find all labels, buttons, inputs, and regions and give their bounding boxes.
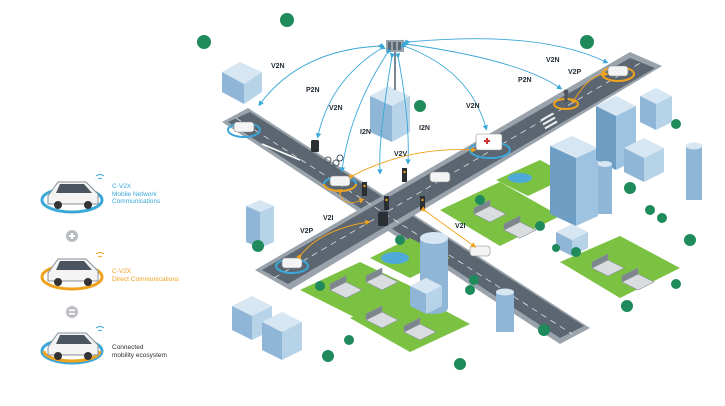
label-i2n-left: I2N xyxy=(360,129,371,136)
phone-icon xyxy=(311,140,388,226)
label-i2n-right: I2N xyxy=(419,125,430,132)
legend-ecosystem-car-icon xyxy=(40,326,105,365)
label-v2v: V2V xyxy=(394,151,408,158)
legend-ecosystem-title: Connected xyxy=(112,344,144,351)
car-center xyxy=(429,171,451,183)
legend-direct-title: C-V2X xyxy=(112,268,132,275)
legend-network-title: C-V2X xyxy=(112,183,132,190)
legend-network-line2: Mobile Network xyxy=(112,190,157,198)
car-bottom-left xyxy=(275,257,309,274)
legend-plus-icon xyxy=(66,230,78,242)
label-v2p-left: V2P xyxy=(300,228,314,235)
link-labels: V2N P2N V2N I2N I2N V2N P2N V2N V2P V2V … xyxy=(271,57,582,235)
label-v2i-left: V2I xyxy=(323,215,334,222)
label-v2n-right-mid: V2N xyxy=(466,103,480,110)
legend xyxy=(40,174,105,365)
car-top-left xyxy=(227,121,261,138)
legend-ecosystem-line2: mobility ecosystem xyxy=(112,351,167,359)
legend-direct-car-icon xyxy=(40,252,105,291)
car-bottom-right xyxy=(469,245,491,257)
label-v2i-right: V2I xyxy=(455,223,466,230)
legend-network-line3: Communications xyxy=(112,198,161,205)
legend-equals-icon xyxy=(66,306,78,318)
direct-links xyxy=(296,71,609,260)
label-v2n-left: V2N xyxy=(271,63,285,70)
legend-direct-line2: Direct Communications xyxy=(112,275,180,283)
label-p2n: P2N xyxy=(306,87,320,94)
label-v2n-top-right: V2N xyxy=(546,57,560,64)
cell-tower-icon xyxy=(386,40,404,90)
legend-network-text: C-V2X Mobile Network Communications xyxy=(112,183,160,206)
label-v2n-mid: V2N xyxy=(329,105,343,112)
pedestrian-top-right xyxy=(553,89,579,110)
label-p2n-right: P2N xyxy=(518,77,532,84)
legend-ecosystem-text: Connected mobility ecosystem xyxy=(112,344,167,359)
legend-network-car-icon xyxy=(40,174,105,214)
label-v2p-top-right: V2P xyxy=(568,69,582,76)
legend-direct-text: C-V2X Direct Communications xyxy=(112,268,179,283)
houses xyxy=(329,199,655,341)
